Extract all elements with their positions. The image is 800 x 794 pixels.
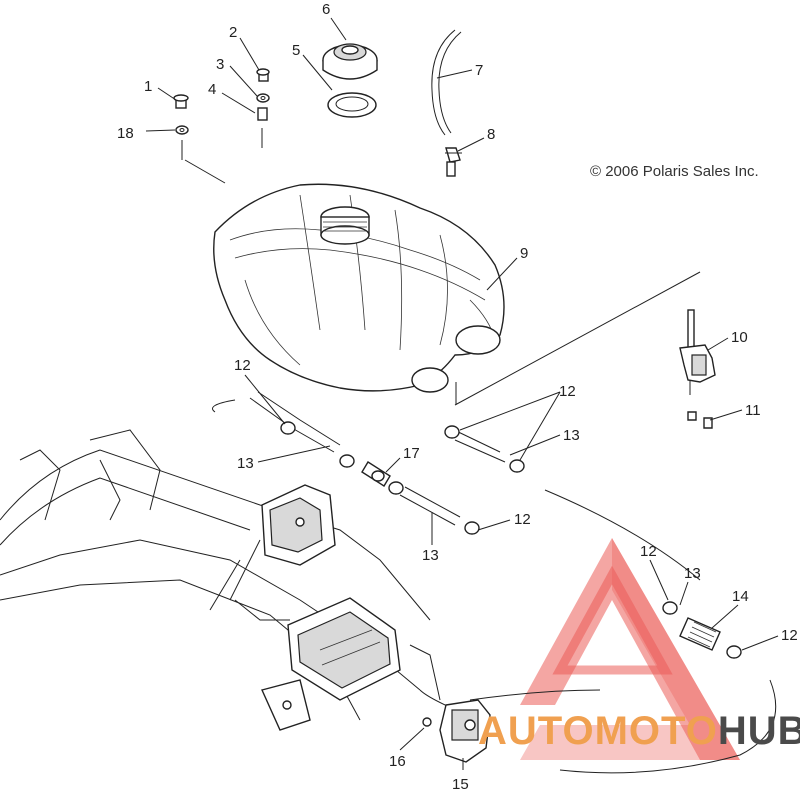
hose-fitting-part-8 (445, 147, 462, 177)
fuel-tank-part-9 (213, 183, 505, 393)
leader-line (454, 271, 701, 406)
callout-13c: 13 (422, 547, 439, 564)
callout-5: 5 (292, 42, 300, 59)
fuel-pump-part-15 (439, 699, 491, 763)
watermark-suffix: HUB (718, 709, 800, 753)
callout-16: 16 (389, 753, 406, 770)
callout-13a: 13 (563, 427, 580, 444)
callout-13b: 13 (237, 455, 254, 472)
fuel-valve-part-10 (679, 309, 716, 395)
washer-part-3 (256, 93, 270, 103)
callout-12a: 12 (234, 357, 251, 374)
callout-12c: 12 (514, 511, 531, 528)
callout-leaders (145, 17, 779, 770)
callout-1: 1 (144, 78, 152, 95)
washer-part-18 (175, 125, 226, 184)
grommet-part-4 (257, 107, 268, 148)
callout-11: 11 (745, 402, 761, 419)
cap-gasket-part-5 (327, 92, 377, 118)
vent-hose-part-7 (431, 29, 462, 136)
svg-text:AUTOMOTOHUB: AUTOMOTOHUB (478, 709, 800, 753)
callout-2: 2 (229, 24, 237, 41)
callout-10: 10 (731, 329, 748, 346)
callout-labels: 6 2 5 3 7 1 4 18 8 © 2006 Polaris Sales … (117, 1, 798, 793)
copyright-text: © 2006 Polaris Sales Inc. (590, 163, 759, 180)
callout-12b: 12 (559, 383, 576, 400)
clamp-part-11 (687, 411, 713, 429)
bolt-part-1 (173, 94, 189, 109)
callout-18: 18 (117, 125, 134, 142)
callout-4: 4 (208, 81, 216, 98)
callout-13d: 13 (684, 565, 701, 582)
callout-8: 8 (487, 126, 495, 143)
callout-3: 3 (216, 56, 224, 73)
callout-9: 9 (520, 245, 528, 262)
watermark-text: AUTOMOTOHUB (478, 709, 800, 753)
fuel-filter-part-14 (662, 601, 742, 659)
callout-17: 17 (403, 445, 420, 462)
callout-6: 6 (322, 1, 330, 18)
callout-12d: 12 (640, 543, 657, 560)
bolt-part-2 (256, 68, 270, 82)
vehicle-frame (0, 429, 441, 731)
callout-15: 15 (452, 776, 469, 793)
callout-12e: 12 (781, 627, 798, 644)
fastener-part-16 (422, 717, 432, 727)
fuel-line-assembly (212, 391, 777, 774)
watermark-prefix: AUTOMOTO (478, 709, 718, 753)
watermark-logo (520, 538, 740, 760)
callout-14: 14 (732, 588, 749, 605)
fuel-cap-part-6 (322, 43, 378, 80)
callout-7: 7 (475, 62, 483, 79)
